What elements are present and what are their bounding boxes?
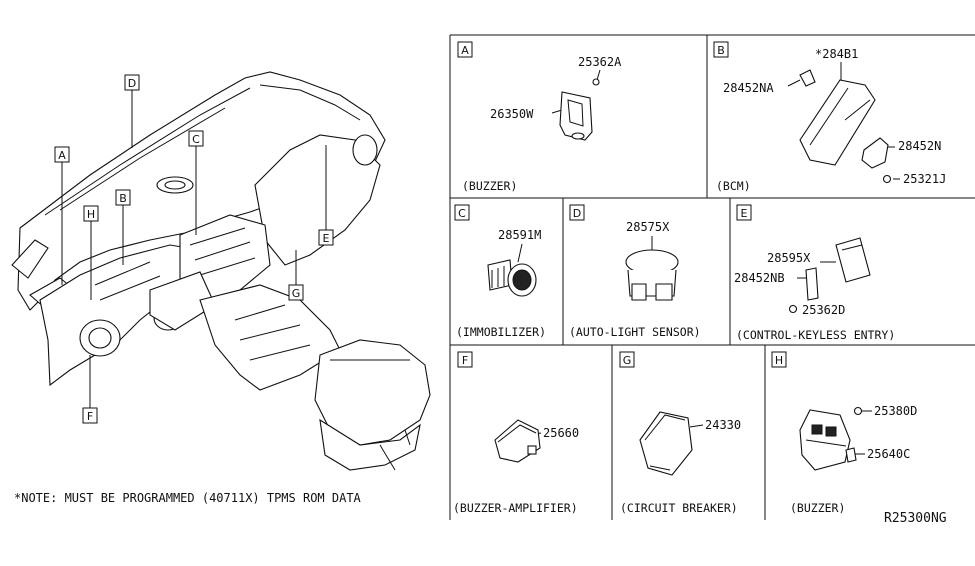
svg-text:E: E	[741, 207, 748, 220]
panel-h: H 25380D 25640C (BUZZER)	[771, 351, 917, 515]
part-number: 28452NA	[723, 81, 774, 95]
diagram-id: R25300NG	[884, 511, 947, 526]
buzzer-module-part-drawing	[799, 406, 863, 471]
circuit-breaker-part-drawing	[639, 411, 693, 476]
svg-text:H: H	[775, 354, 783, 367]
panel-caption: (AUTO-LIGHT SENSOR)	[569, 325, 701, 339]
panel-caption: (IMMOBILIZER)	[456, 325, 546, 339]
callout-box-b[interactable]: B	[115, 189, 131, 206]
svg-text:G: G	[623, 354, 632, 367]
part-number: 25640C	[867, 447, 910, 461]
part-number: 25362D	[802, 303, 845, 317]
part-number: 24330	[705, 418, 741, 432]
callout-box-g[interactable]: G	[288, 284, 304, 301]
immobilizer-part-drawing	[487, 259, 537, 297]
callout-box-d[interactable]: D	[124, 74, 140, 91]
panel-caption: (BCM)	[716, 179, 751, 193]
callout-leaders	[61, 90, 327, 408]
callout-box-c[interactable]: C	[188, 130, 204, 147]
panel-f: F 25660 (BUZZER-AMPLIFIER)	[453, 351, 579, 515]
svg-text:F: F	[462, 354, 468, 367]
part-number: 28595X	[767, 251, 811, 265]
callout-box-h[interactable]: H	[83, 205, 99, 222]
panel-c: C 28591M (IMMOBILIZER)	[454, 204, 546, 339]
buzzer-part-drawing	[559, 78, 600, 141]
panel-caption: (CONTROL-KEYLESS ENTRY)	[736, 328, 895, 342]
svg-text:H: H	[87, 208, 95, 221]
svg-text:E: E	[323, 232, 330, 245]
part-number: 28452NB	[734, 271, 785, 285]
callout-box-f[interactable]: F	[82, 407, 98, 424]
svg-text:A: A	[461, 44, 469, 57]
callout-box-e[interactable]: E	[318, 229, 334, 246]
part-number: *284B1	[815, 47, 858, 61]
svg-text:D: D	[573, 207, 581, 220]
svg-text:C: C	[458, 207, 466, 220]
auto-light-sensor-part-drawing	[625, 249, 679, 301]
part-number: 25660	[543, 426, 579, 440]
svg-text:F: F	[87, 410, 93, 423]
panel-a: A 25362A 26350W (BUZZER)	[457, 41, 622, 193]
programming-note: *NOTE: MUST BE PROGRAMMED (40711X) TPMS …	[14, 491, 362, 505]
part-number: 25321J	[903, 172, 946, 186]
svg-text:B: B	[717, 44, 725, 57]
svg-text:A: A	[58, 149, 66, 162]
part-number: 26350W	[490, 107, 534, 121]
bcm-part-drawing	[799, 69, 892, 184]
keyless-entry-part-drawing	[788, 237, 871, 314]
panel-caption: (BUZZER)	[790, 501, 845, 515]
svg-text:C: C	[192, 133, 200, 146]
panel-d: D 28575X (AUTO-LIGHT SENSOR)	[569, 204, 701, 339]
part-number: 25362A	[578, 55, 622, 69]
svg-text:D: D	[128, 77, 136, 90]
svg-text:B: B	[119, 192, 127, 205]
overview-dashboard-drawing	[11, 71, 431, 471]
part-number: 25380D	[874, 404, 917, 418]
part-number: 28452N	[898, 139, 941, 153]
panel-g: G 24330 (CIRCUIT BREAKER)	[619, 351, 741, 515]
panel-e: E 28595X 28452NB 25362D (CONTROL-KEYLESS…	[734, 204, 895, 342]
panel-caption: (BUZZER)	[462, 179, 517, 193]
part-number: 28575X	[626, 220, 670, 234]
panel-caption: (BUZZER-AMPLIFIER)	[453, 501, 578, 515]
part-number: 28591M	[498, 228, 541, 242]
panel-caption: (CIRCUIT BREAKER)	[620, 501, 738, 515]
buzzer-amplifier-part-drawing	[494, 419, 541, 463]
svg-text:G: G	[292, 287, 301, 300]
panel-b: B *284B1 28452NA 28452N 25321J (BCM)	[713, 41, 946, 193]
panel-grid	[449, 34, 975, 520]
callout-box-a[interactable]: A	[54, 146, 70, 163]
